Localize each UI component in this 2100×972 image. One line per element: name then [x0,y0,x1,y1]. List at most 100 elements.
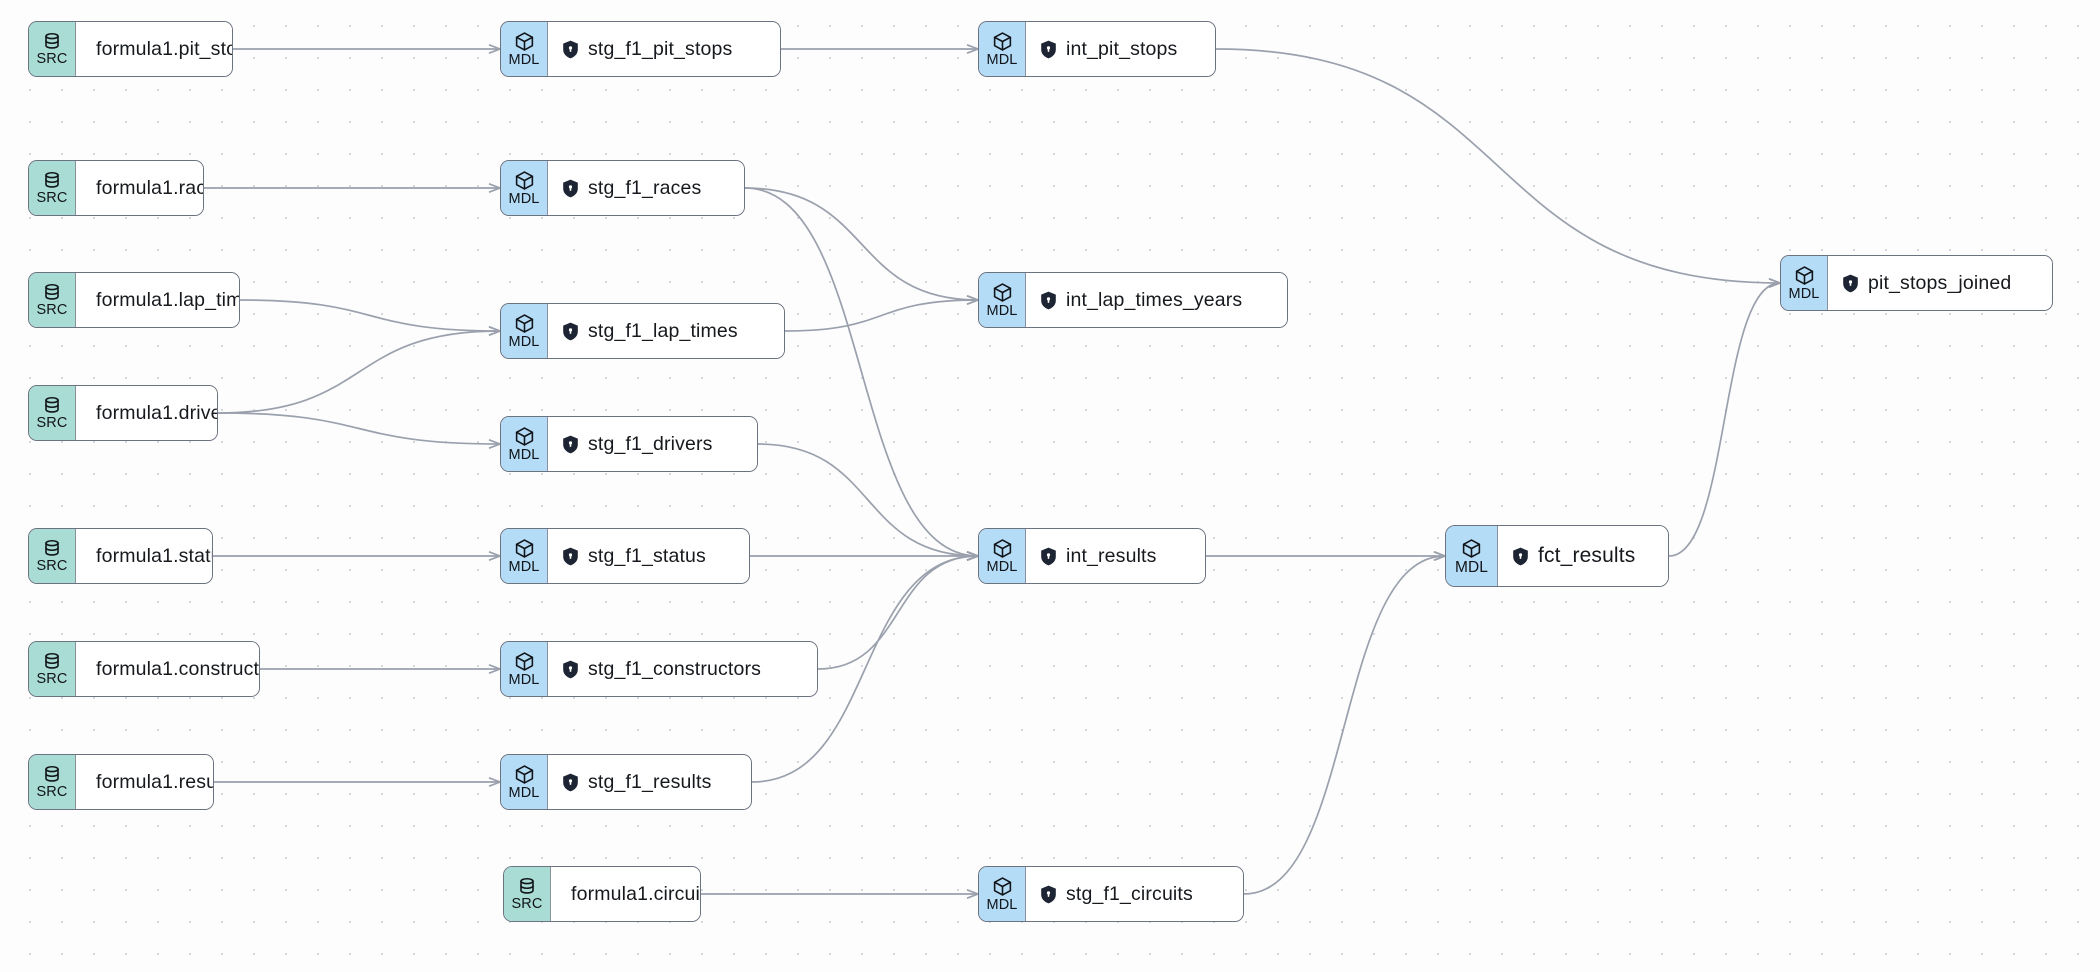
cube-icon [1462,538,1481,558]
graph-node-fct_results[interactable]: MDL fct_results [1445,525,1669,587]
database-icon [45,32,59,49]
cube-icon [993,876,1011,896]
database-icon [45,765,59,782]
graph-node-src_pit_stops[interactable]: SRC formula1.pit_stops [28,21,233,77]
node-label: stg_f1_lap_times [588,319,738,342]
badge-label: SRC [36,302,68,318]
badge-label: MDL [508,671,540,688]
model-badge: MDL [501,417,548,471]
shield-icon [563,179,578,197]
node-label: stg_f1_pit_stops [588,37,733,60]
model-badge: MDL [501,304,548,358]
node-label: formula1.status [96,544,212,567]
source-badge: SRC [29,386,76,440]
source-badge: SRC [29,161,76,215]
badge-label: MDL [508,446,540,463]
model-badge: MDL [979,529,1026,583]
node-body: formula1.circuits [551,867,701,921]
node-label: formula1.races [96,176,203,199]
model-badge: MDL [501,529,548,583]
node-label: formula1.circuits [571,882,701,905]
badge-label: SRC [36,671,68,687]
graph-node-int_pit_stops[interactable]: MDL int_pit_stops [978,21,1216,77]
node-label: int_pit_stops [1066,37,1178,60]
cube-icon [515,313,533,333]
model-badge: MDL [501,22,548,76]
node-body: stg_f1_results [548,755,751,809]
graph-node-src_constructors[interactable]: SRC formula1.constructors [28,641,260,697]
node-label: stg_f1_results [588,770,712,793]
node-body: formula1.pit_stops [76,22,232,76]
node-body: int_lap_times_years [1026,273,1287,327]
node-label: stg_f1_status [588,544,706,567]
node-body: formula1.drivers [76,386,217,440]
model-badge: MDL [501,642,548,696]
shield-icon [1041,547,1056,565]
node-label: formula1.drivers [96,401,217,424]
cube-icon [993,282,1011,302]
node-label: pit_stops_joined [1868,271,2012,294]
badge-label: MDL [1454,558,1489,576]
graph-node-src_races[interactable]: SRC formula1.races [28,160,204,216]
graph-node-stg_races[interactable]: MDL stg_f1_races [500,160,745,216]
node-label: formula1.pit_stops [96,37,232,60]
node-body: formula1.constructors [76,642,259,696]
database-icon [45,283,59,300]
node-body: pit_stops_joined [1828,256,2052,310]
badge-label: SRC [36,190,68,206]
badge-label: MDL [508,784,540,801]
graph-node-stg_results[interactable]: MDL stg_f1_results [500,754,752,810]
badge-label: SRC [36,558,68,574]
badge-label: MDL [508,51,540,68]
graph-node-src_results[interactable]: SRC formula1.results [28,754,214,810]
graph-node-stg_lap_times[interactable]: MDL stg_f1_lap_times [500,303,785,359]
source-badge: SRC [29,273,76,327]
node-body: stg_f1_lap_times [548,304,784,358]
database-icon [45,396,59,413]
badge-label: SRC [36,415,68,431]
database-icon [45,539,59,556]
node-body: int_results [1026,529,1205,583]
node-body: int_pit_stops [1026,22,1215,76]
source-badge: SRC [29,755,76,809]
model-badge: MDL [979,22,1026,76]
shield-icon [563,322,578,340]
source-badge: SRC [29,529,76,583]
database-icon [45,652,59,669]
node-body: stg_f1_status [548,529,749,583]
node-body: stg_f1_circuits [1026,867,1243,921]
database-icon [520,877,534,894]
shield-icon [1041,40,1056,58]
shield-icon [1513,547,1528,565]
badge-label: MDL [508,190,540,207]
badge-label: SRC [36,51,68,67]
shield-icon [563,435,578,453]
graph-node-stg_status[interactable]: MDL stg_f1_status [500,528,750,584]
badge-label: MDL [986,51,1018,68]
node-label: stg_f1_circuits [1066,882,1193,905]
node-label: fct_results [1538,544,1636,567]
cube-icon [515,170,533,190]
model-badge: MDL [501,755,548,809]
shield-icon [563,547,578,565]
graph-node-src_drivers[interactable]: SRC formula1.drivers [28,385,218,441]
cube-icon [515,426,533,446]
graph-node-stg_pit_stops[interactable]: MDL stg_f1_pit_stops [500,21,781,77]
cube-icon [993,538,1011,558]
graph-node-src_status[interactable]: SRC formula1.status [28,528,213,584]
node-label: formula1.results [96,770,213,793]
node-label: stg_f1_races [588,176,702,199]
badge-label: MDL [508,558,540,575]
node-body: stg_f1_races [548,161,744,215]
node-label: int_lap_times_years [1066,288,1243,311]
